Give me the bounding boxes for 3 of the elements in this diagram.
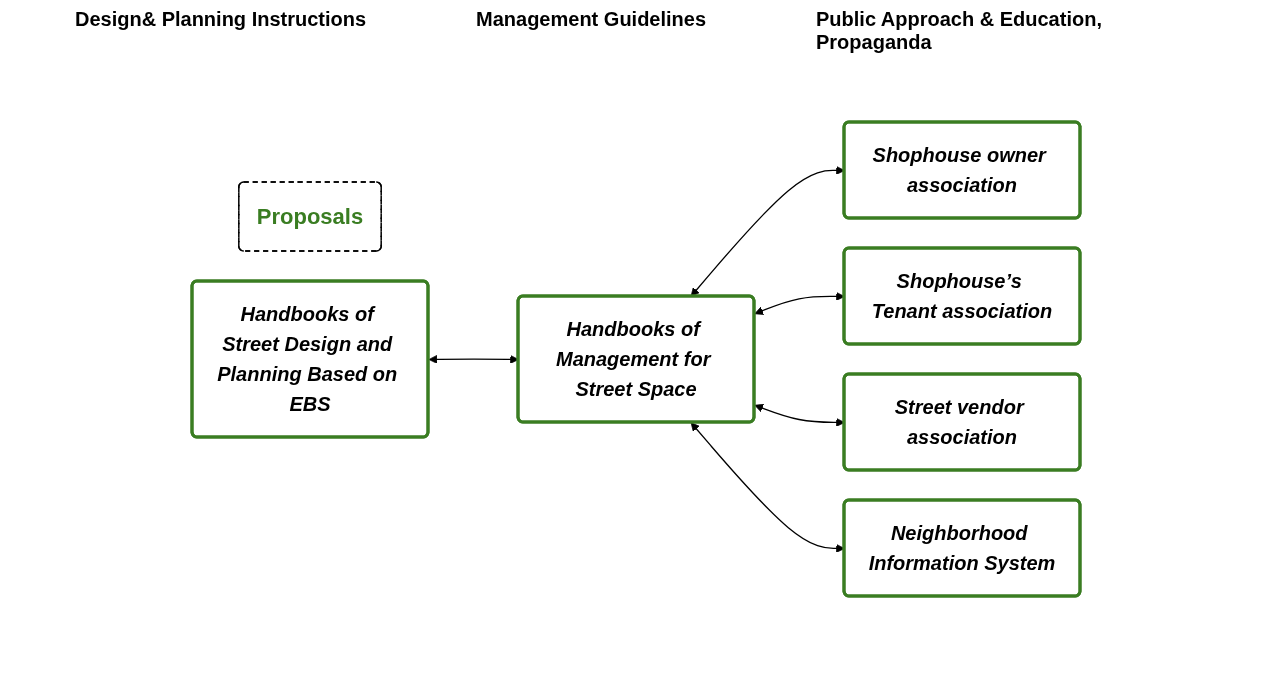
column-heading: Management Guidelines [476,8,707,32]
column-heading: Public Approach & Education, Propaganda [816,8,1103,54]
column-heading: Design& Planning Instructions [74,8,367,32]
